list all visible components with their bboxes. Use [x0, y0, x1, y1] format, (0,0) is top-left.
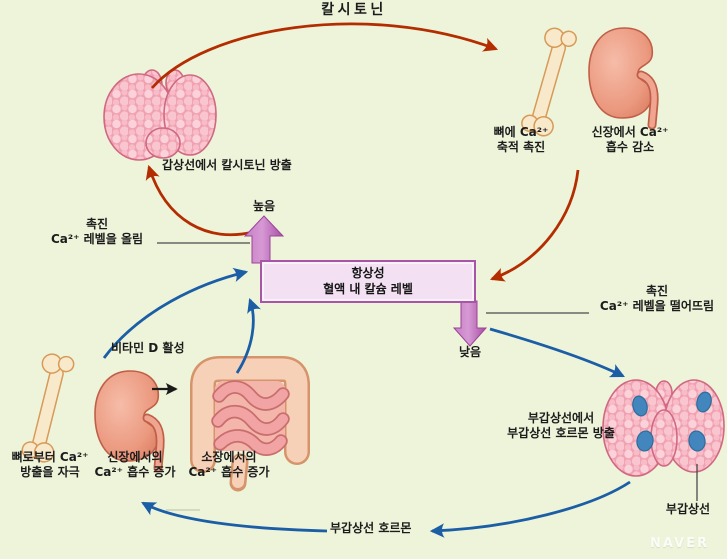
- pth-arrow-left: [141, 501, 328, 533]
- homeostasis-box: 항상성 혈액 내 칼슘 레벨: [260, 260, 476, 303]
- low-level-arrow: [452, 300, 488, 347]
- homeostasis-subtitle: 혈액 내 칼슘 레벨: [323, 282, 413, 296]
- vitamin-d-label: 비타민 D 활성: [111, 341, 185, 355]
- bone-release-label: 뼈로부터 Ca²⁺ 방출을 자극: [11, 450, 89, 479]
- homeostasis-title: 항상성: [351, 266, 385, 280]
- low-label: 낮음: [458, 345, 482, 359]
- parathyroid-label: 부갑상선: [665, 502, 711, 516]
- parathyroid-glands: [632, 391, 712, 452]
- kidney-top-illustration: [589, 28, 654, 125]
- intestine-to-box-arrow: [235, 297, 261, 374]
- intestine-increase-label: 소장에서의 Ca²⁺ 흡수 증가: [188, 450, 270, 479]
- vitamin-d-to-box-arrow: [102, 267, 249, 359]
- thyroid-illustration: [103, 69, 217, 161]
- kidney-decrease-label: 신장에서 Ca²⁺ 흡수 감소: [591, 125, 669, 154]
- promote-raise-label: 촉진 Ca²⁺ 레벨을 올림: [50, 217, 144, 246]
- bone-bottom-illustration: [18, 350, 78, 465]
- parathyroid-release-label: 부갑상선에서 부갑상선 호르몬 방출: [507, 411, 615, 440]
- bone-top-illustration: [517, 24, 581, 139]
- calcitonin-label: 칼시토닌: [321, 2, 387, 18]
- high-to-thyroid-arrow: [145, 164, 254, 237]
- bone-accumulate-label: 뼈에 Ca²⁺ 축적 촉진: [493, 125, 549, 154]
- parathyroid-illustration: [602, 379, 725, 477]
- high-label: 높음: [252, 199, 276, 213]
- low-to-parathyroid-arrow: [489, 327, 625, 378]
- promote-lower-label: 촉진 Ca²⁺ 레벨을 떨어뜨림: [599, 284, 715, 313]
- leader-lines: [157, 242, 698, 501]
- high-level-arrow: [243, 215, 285, 264]
- calcitonin-arrow: [150, 22, 499, 89]
- kidney-to-box-arrow: [489, 169, 580, 282]
- thyroid-release-label: 갑상선에서 칼시토닌 방출: [162, 158, 292, 172]
- naver-watermark: NAVER: [650, 536, 710, 551]
- intestine-illustration: [190, 356, 310, 492]
- pth-arrow-right: [429, 480, 631, 538]
- pth-label: 부갑상선 호르몬: [330, 521, 412, 535]
- kidney-increase-label: 신장에서의 Ca²⁺ 흡수 증가: [94, 450, 176, 479]
